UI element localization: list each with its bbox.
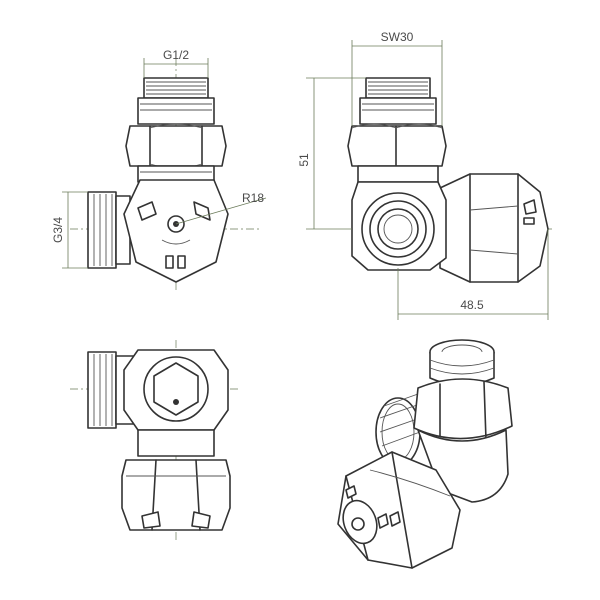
side-view: SW30 51 48.5	[297, 30, 555, 320]
dimension-thread-top: G1/2	[163, 48, 189, 62]
top-view	[70, 340, 240, 540]
dimension-depth: 48.5	[460, 298, 484, 312]
isometric-view	[337, 339, 513, 569]
front-view: G1/2 G3/4 R18	[51, 48, 267, 292]
dimension-radius: R18	[242, 191, 264, 205]
dimension-wrench-size: SW30	[381, 30, 414, 44]
dimension-height: 51	[297, 153, 311, 167]
dimension-thread-side: G3/4	[51, 217, 65, 243]
